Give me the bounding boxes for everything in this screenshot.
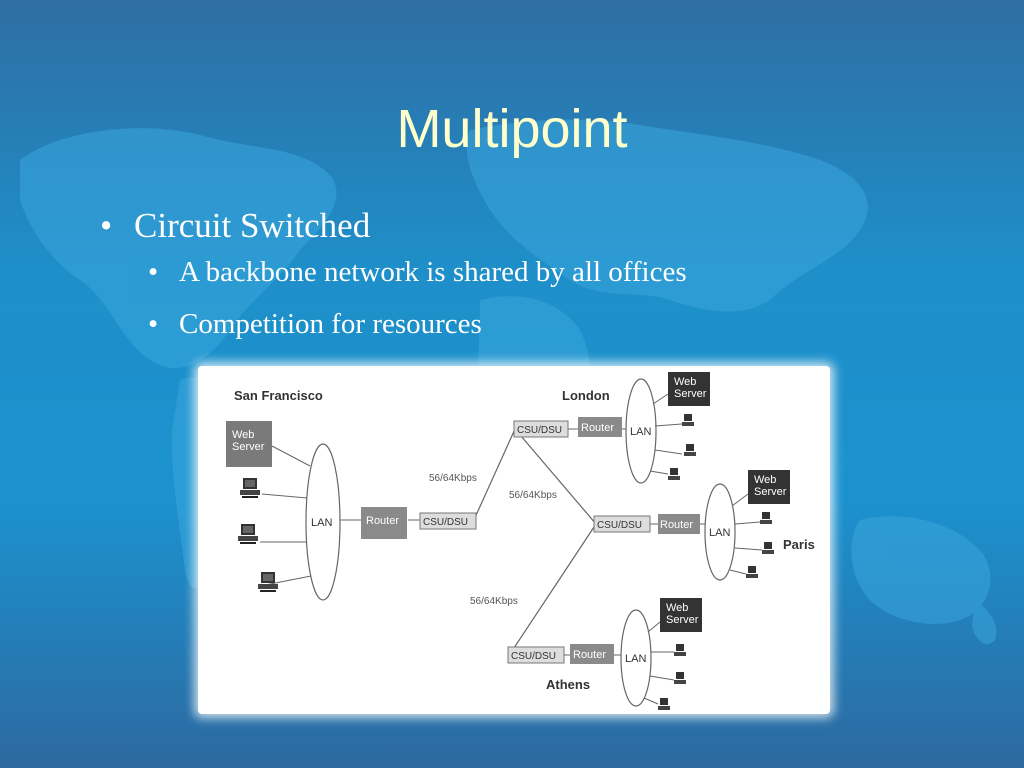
workstation-icon (760, 512, 772, 524)
lan-label: LAN (311, 517, 332, 529)
router-box (570, 644, 614, 664)
wan-links (472, 428, 597, 655)
slide-title: Multipoint (396, 99, 628, 159)
router-label: Router (366, 515, 399, 527)
lan-ellipse (625, 378, 657, 484)
workstation-icon (746, 566, 758, 578)
workstation-icon (682, 414, 694, 426)
lan-ellipse (704, 483, 736, 581)
workstation-icon (674, 644, 686, 656)
site-name-paris: Paris (783, 537, 815, 552)
bullet-item-level1: • Circuit Switched (100, 206, 687, 252)
bullet-item-level2: • A backbone network is shared by all of… (100, 256, 687, 304)
site-name-athens: Athens (546, 677, 590, 692)
lan-ellipse (620, 609, 652, 707)
workstation-icon (240, 478, 260, 498)
workstation-icon (258, 572, 278, 592)
router-label: Router (660, 519, 693, 531)
web-server-icon (660, 598, 702, 632)
lan-connections (729, 493, 763, 575)
bullet-text: Competition for resources (179, 308, 482, 340)
bullet-dot-icon: • (148, 256, 159, 288)
link-speed-label: 56/64Kbps (509, 490, 557, 501)
link-speed-label: 56/64Kbps (470, 596, 518, 607)
link-speed-label: 56/64Kbps (429, 473, 477, 484)
router-box (361, 507, 407, 539)
workstation-icon (658, 698, 670, 710)
workstation-icon (762, 542, 774, 554)
web-server-icon (668, 372, 710, 406)
workstation-icon (674, 672, 686, 684)
site-name-london: London (562, 388, 610, 403)
lan-ellipse (305, 443, 341, 601)
csu-dsu-label: CSU/DSU (517, 425, 562, 436)
csu-dsu-label: CSU/DSU (511, 651, 556, 662)
router-label: Router (573, 649, 606, 661)
lan-label: LAN (630, 426, 651, 438)
csu-dsu-label: CSU/DSU (597, 520, 642, 531)
bullet-item-level2: • Competition for resources (100, 308, 687, 356)
lan-connections (643, 621, 675, 705)
lan-label: LAN (625, 653, 646, 665)
lan-label: LAN (709, 527, 730, 539)
router-label: Router (581, 422, 614, 434)
site-name-san-francisco: San Francisco (234, 388, 323, 403)
web-server-icon (748, 470, 790, 504)
router-box (658, 514, 700, 534)
csu-dsu-label: CSU/DSU (423, 517, 468, 528)
workstation-icon (238, 524, 258, 544)
router-box (578, 417, 622, 437)
bullet-text: A backbone network is shared by all offi… (179, 256, 687, 288)
lan-connections (649, 393, 683, 475)
bullet-dot-icon: • (148, 308, 159, 340)
bullet-text: Circuit Switched (134, 206, 371, 245)
workstation-icon (668, 468, 680, 480)
bullet-list: • Circuit Switched • A backbone network … (100, 206, 687, 356)
bullet-dot-icon: • (100, 206, 113, 245)
csu-dsu-box (419, 512, 477, 530)
workstation-icon (684, 444, 696, 456)
web-server-icon (226, 421, 272, 467)
